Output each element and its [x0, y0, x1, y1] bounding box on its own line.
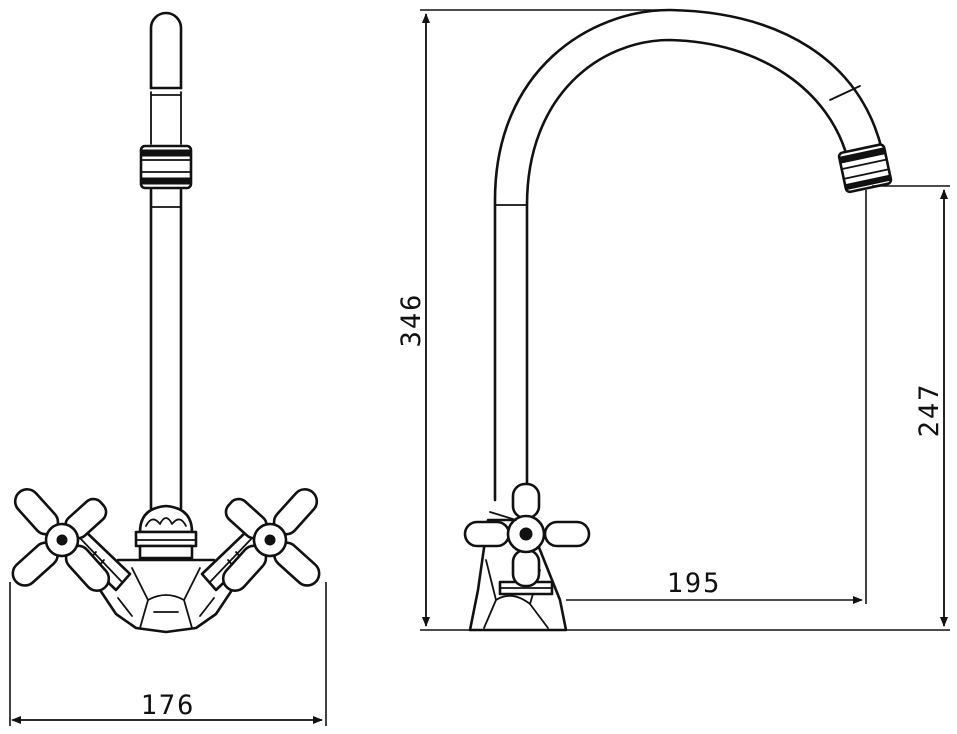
- front-aerator-ring: [139, 144, 193, 190]
- side-cross-handle: [463, 482, 591, 588]
- side-spout-nozzle: [837, 143, 893, 194]
- dimension-label-reach: 195: [667, 568, 722, 599]
- dimension-spout-height: 247: [872, 185, 950, 627]
- dimension-total-height: 346: [396, 9, 950, 631]
- front-riser-pipe: [149, 188, 183, 510]
- side-gooseneck-outer: [493, 8, 884, 502]
- front-collar: [134, 504, 198, 560]
- side-gooseneck-inner: [525, 38, 850, 502]
- front-left-cross-handle: [11, 488, 111, 592]
- dimension-label-width: 176: [141, 690, 196, 721]
- front-view: 176: [9, 11, 327, 726]
- dimension-front-width: 176: [9, 582, 327, 726]
- front-right-cross-handle: [221, 488, 321, 592]
- dimension-spout-reach: 195: [566, 190, 867, 604]
- dimension-label-spout-height: 247: [914, 383, 945, 438]
- dimension-label-total-height: 346: [396, 293, 427, 348]
- side-view: 195 346 247: [396, 8, 950, 632]
- front-spout-tip: [149, 11, 183, 90]
